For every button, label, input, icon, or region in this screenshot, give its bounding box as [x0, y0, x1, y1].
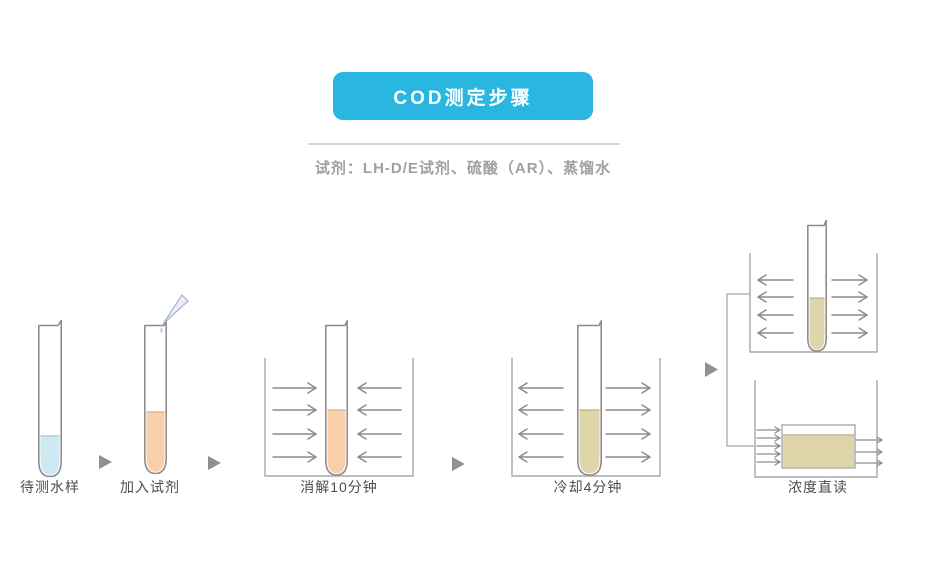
light-out-arrows-icon — [855, 436, 883, 467]
test-tube-icon — [38, 319, 62, 478]
next-step-arrow-icon — [705, 362, 718, 377]
cooled-liquid — [809, 298, 825, 350]
cooling-container — [511, 358, 661, 477]
cooled-liquid — [579, 410, 600, 474]
step-cool-graphic — [511, 320, 661, 477]
test-tube-icon — [325, 320, 348, 476]
connector-bracket — [726, 293, 755, 447]
step-label-cool: 冷却4分钟 — [553, 479, 623, 495]
light-in-arrows-icon — [756, 426, 781, 466]
digesting-liquid — [327, 410, 346, 474]
step-label-digest: 消解10分钟 — [300, 479, 378, 495]
step-read-graphic — [705, 219, 883, 478]
droplet-icon — [160, 327, 163, 334]
photometer-chamber — [754, 380, 878, 478]
reagent-list-text: 试剂：LH-D/E试剂、硫酸（AR）、蒸馏水 — [314, 160, 612, 177]
step-sample-graphic — [38, 319, 62, 478]
water-sample-liquid — [40, 436, 60, 475]
step-label-read: 浓度直读 — [788, 479, 848, 495]
upper-container — [749, 253, 878, 353]
next-step-arrow-icon — [208, 456, 221, 470]
heating-container — [264, 358, 414, 477]
next-step-arrow-icon — [452, 457, 465, 471]
test-tube-icon — [577, 320, 602, 476]
divider — [308, 143, 620, 145]
step-label-add-reagent: 加入试剂 — [120, 479, 180, 495]
test-tube-icon — [807, 219, 827, 352]
step-digest-graphic — [264, 320, 414, 477]
heat-out-arrows-right-icon — [605, 382, 651, 463]
heat-out-arrows-left-icon — [518, 382, 564, 463]
next-step-arrow-icon — [99, 455, 112, 469]
heat-out-arrows-left-icon — [757, 274, 794, 339]
heat-in-arrows-right-icon — [357, 382, 402, 463]
step-add-reagent-graphic — [144, 294, 189, 475]
sample-cell-icon — [781, 424, 856, 469]
title-badge: COD测定步骤 — [333, 72, 593, 120]
reagent-liquid — [146, 412, 165, 472]
measured-liquid — [783, 435, 854, 468]
pipette-icon — [162, 294, 189, 325]
step-label-sample: 待测水样 — [20, 479, 80, 495]
page-title: COD测定步骤 — [393, 87, 533, 109]
test-tube-icon — [144, 319, 167, 475]
heat-out-arrows-right-icon — [831, 274, 868, 339]
heat-in-arrows-left-icon — [272, 382, 317, 463]
